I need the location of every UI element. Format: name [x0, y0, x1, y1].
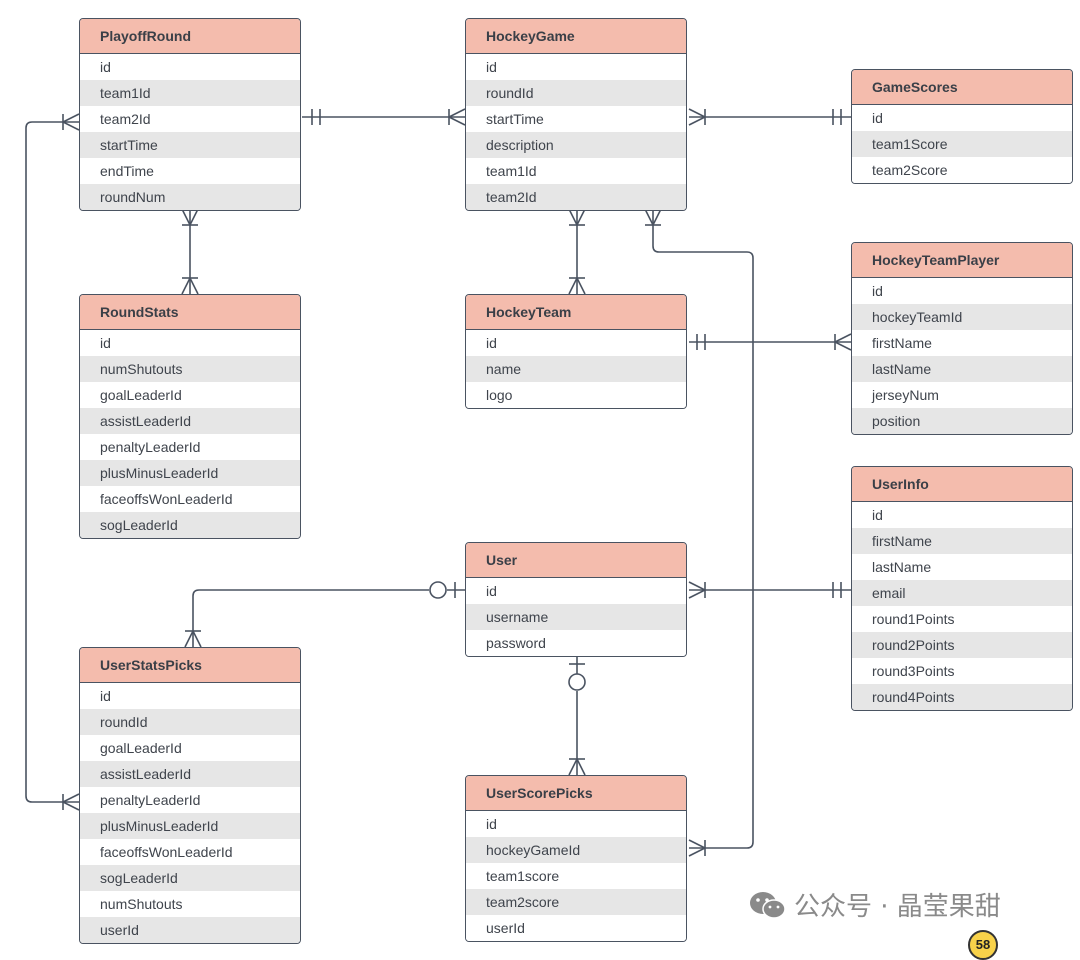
rel-hockeygame-hockeyteam [568, 208, 586, 295]
field-row: lastName [852, 554, 1072, 580]
entity-user-info[interactable]: UserInfo id firstName lastName email rou… [851, 466, 1073, 711]
field-row: id [80, 54, 300, 80]
field-row: team1score [466, 863, 686, 889]
field-row: sogLeaderId [80, 512, 300, 538]
entity-title: PlayoffRound [80, 19, 300, 54]
field-row: team1Id [466, 158, 686, 184]
field-row: startTime [466, 106, 686, 132]
field-row: sogLeaderId [80, 865, 300, 891]
entity-round-stats[interactable]: RoundStats id numShutouts goalLeaderId a… [79, 294, 301, 539]
field-row: id [852, 502, 1072, 528]
entity-title: UserStatsPicks [80, 648, 300, 683]
entity-title: HockeyTeamPlayer [852, 243, 1072, 278]
entity-title: UserScorePicks [466, 776, 686, 811]
field-row: faceoffsWonLeaderId [80, 486, 300, 512]
entity-title: RoundStats [80, 295, 300, 330]
entity-hockey-team-player[interactable]: HockeyTeamPlayer id hockeyTeamId firstNa… [851, 242, 1073, 435]
field-row: id [466, 578, 686, 604]
field-row: goalLeaderId [80, 382, 300, 408]
page-number-badge: 58 [968, 930, 998, 960]
rel-playoffround-userstatspicks [25, 113, 80, 811]
field-row: roundId [466, 80, 686, 106]
field-row: logo [466, 382, 686, 408]
entity-game-scores[interactable]: GameScores id team1Score team2Score [851, 69, 1073, 184]
field-row: team2Id [466, 184, 686, 210]
field-row: assistLeaderId [80, 408, 300, 434]
entity-playoff-round[interactable]: PlayoffRound id team1Id team2Id startTim… [79, 18, 301, 211]
field-row: faceoffsWonLeaderId [80, 839, 300, 865]
field-row: hockeyTeamId [852, 304, 1072, 330]
field-row: id [80, 683, 300, 709]
field-row: roundNum [80, 184, 300, 210]
field-row: email [852, 580, 1072, 606]
entity-hockey-team[interactable]: HockeyTeam id name logo [465, 294, 687, 409]
field-row: name [466, 356, 686, 382]
field-row: id [466, 330, 686, 356]
field-row: team1Score [852, 131, 1072, 157]
entity-title: GameScores [852, 70, 1072, 105]
field-row: firstName [852, 330, 1072, 356]
field-row: penaltyLeaderId [80, 434, 300, 460]
entity-title: User [466, 543, 686, 578]
field-row: id [852, 278, 1072, 304]
field-row: numShutouts [80, 356, 300, 382]
field-row: password [466, 630, 686, 656]
field-row: userId [80, 917, 300, 943]
rel-hockeygame-userscorepicks [644, 208, 754, 857]
field-row: description [466, 132, 686, 158]
field-row: round2Points [852, 632, 1072, 658]
field-row: roundId [80, 709, 300, 735]
field-row: assistLeaderId [80, 761, 300, 787]
field-row: plusMinusLeaderId [80, 813, 300, 839]
entity-title: HockeyGame [466, 19, 686, 54]
rel-playoffround-roundstats [181, 208, 199, 295]
field-row: username [466, 604, 686, 630]
field-row: position [852, 408, 1072, 434]
field-row: plusMinusLeaderId [80, 460, 300, 486]
field-row: team1Id [80, 80, 300, 106]
field-row: id [80, 330, 300, 356]
watermark: 公众号 · 晶莹果甜 [748, 886, 1001, 923]
field-row: team2Score [852, 157, 1072, 183]
field-row: penaltyLeaderId [80, 787, 300, 813]
rel-hockeyteam-player [689, 333, 852, 351]
rel-hockeygame-gamescores [688, 108, 851, 126]
field-row: lastName [852, 356, 1072, 382]
field-row: endTime [80, 158, 300, 184]
entity-user-stats-picks[interactable]: UserStatsPicks id roundId goalLeaderId a… [79, 647, 301, 944]
watermark-text: 公众号 · 晶莹果甜 [794, 892, 1001, 922]
wechat-icon [750, 891, 786, 919]
field-row: numShutouts [80, 891, 300, 917]
field-row: firstName [852, 528, 1072, 554]
field-row: id [466, 811, 686, 837]
field-row: round3Points [852, 658, 1072, 684]
entity-title: HockeyTeam [466, 295, 686, 330]
entity-user[interactable]: User id username password [465, 542, 687, 657]
rel-user-userscorepicks [568, 656, 586, 776]
rel-user-userstatspicks [184, 581, 465, 648]
field-row: startTime [80, 132, 300, 158]
field-row: round1Points [852, 606, 1072, 632]
entity-user-score-picks[interactable]: UserScorePicks id hockeyGameId team1scor… [465, 775, 687, 942]
field-row: hockeyGameId [466, 837, 686, 863]
field-row: jerseyNum [852, 382, 1072, 408]
field-row: team2Id [80, 106, 300, 132]
rel-user-userinfo [688, 581, 851, 599]
field-row: id [466, 54, 686, 80]
entity-hockey-game[interactable]: HockeyGame id roundId startTime descript… [465, 18, 687, 211]
rel-playoffround-hockeygame [302, 108, 466, 126]
field-row: goalLeaderId [80, 735, 300, 761]
field-row: team2score [466, 889, 686, 915]
field-row: id [852, 105, 1072, 131]
field-row: round4Points [852, 684, 1072, 710]
field-row: userId [466, 915, 686, 941]
entity-title: UserInfo [852, 467, 1072, 502]
